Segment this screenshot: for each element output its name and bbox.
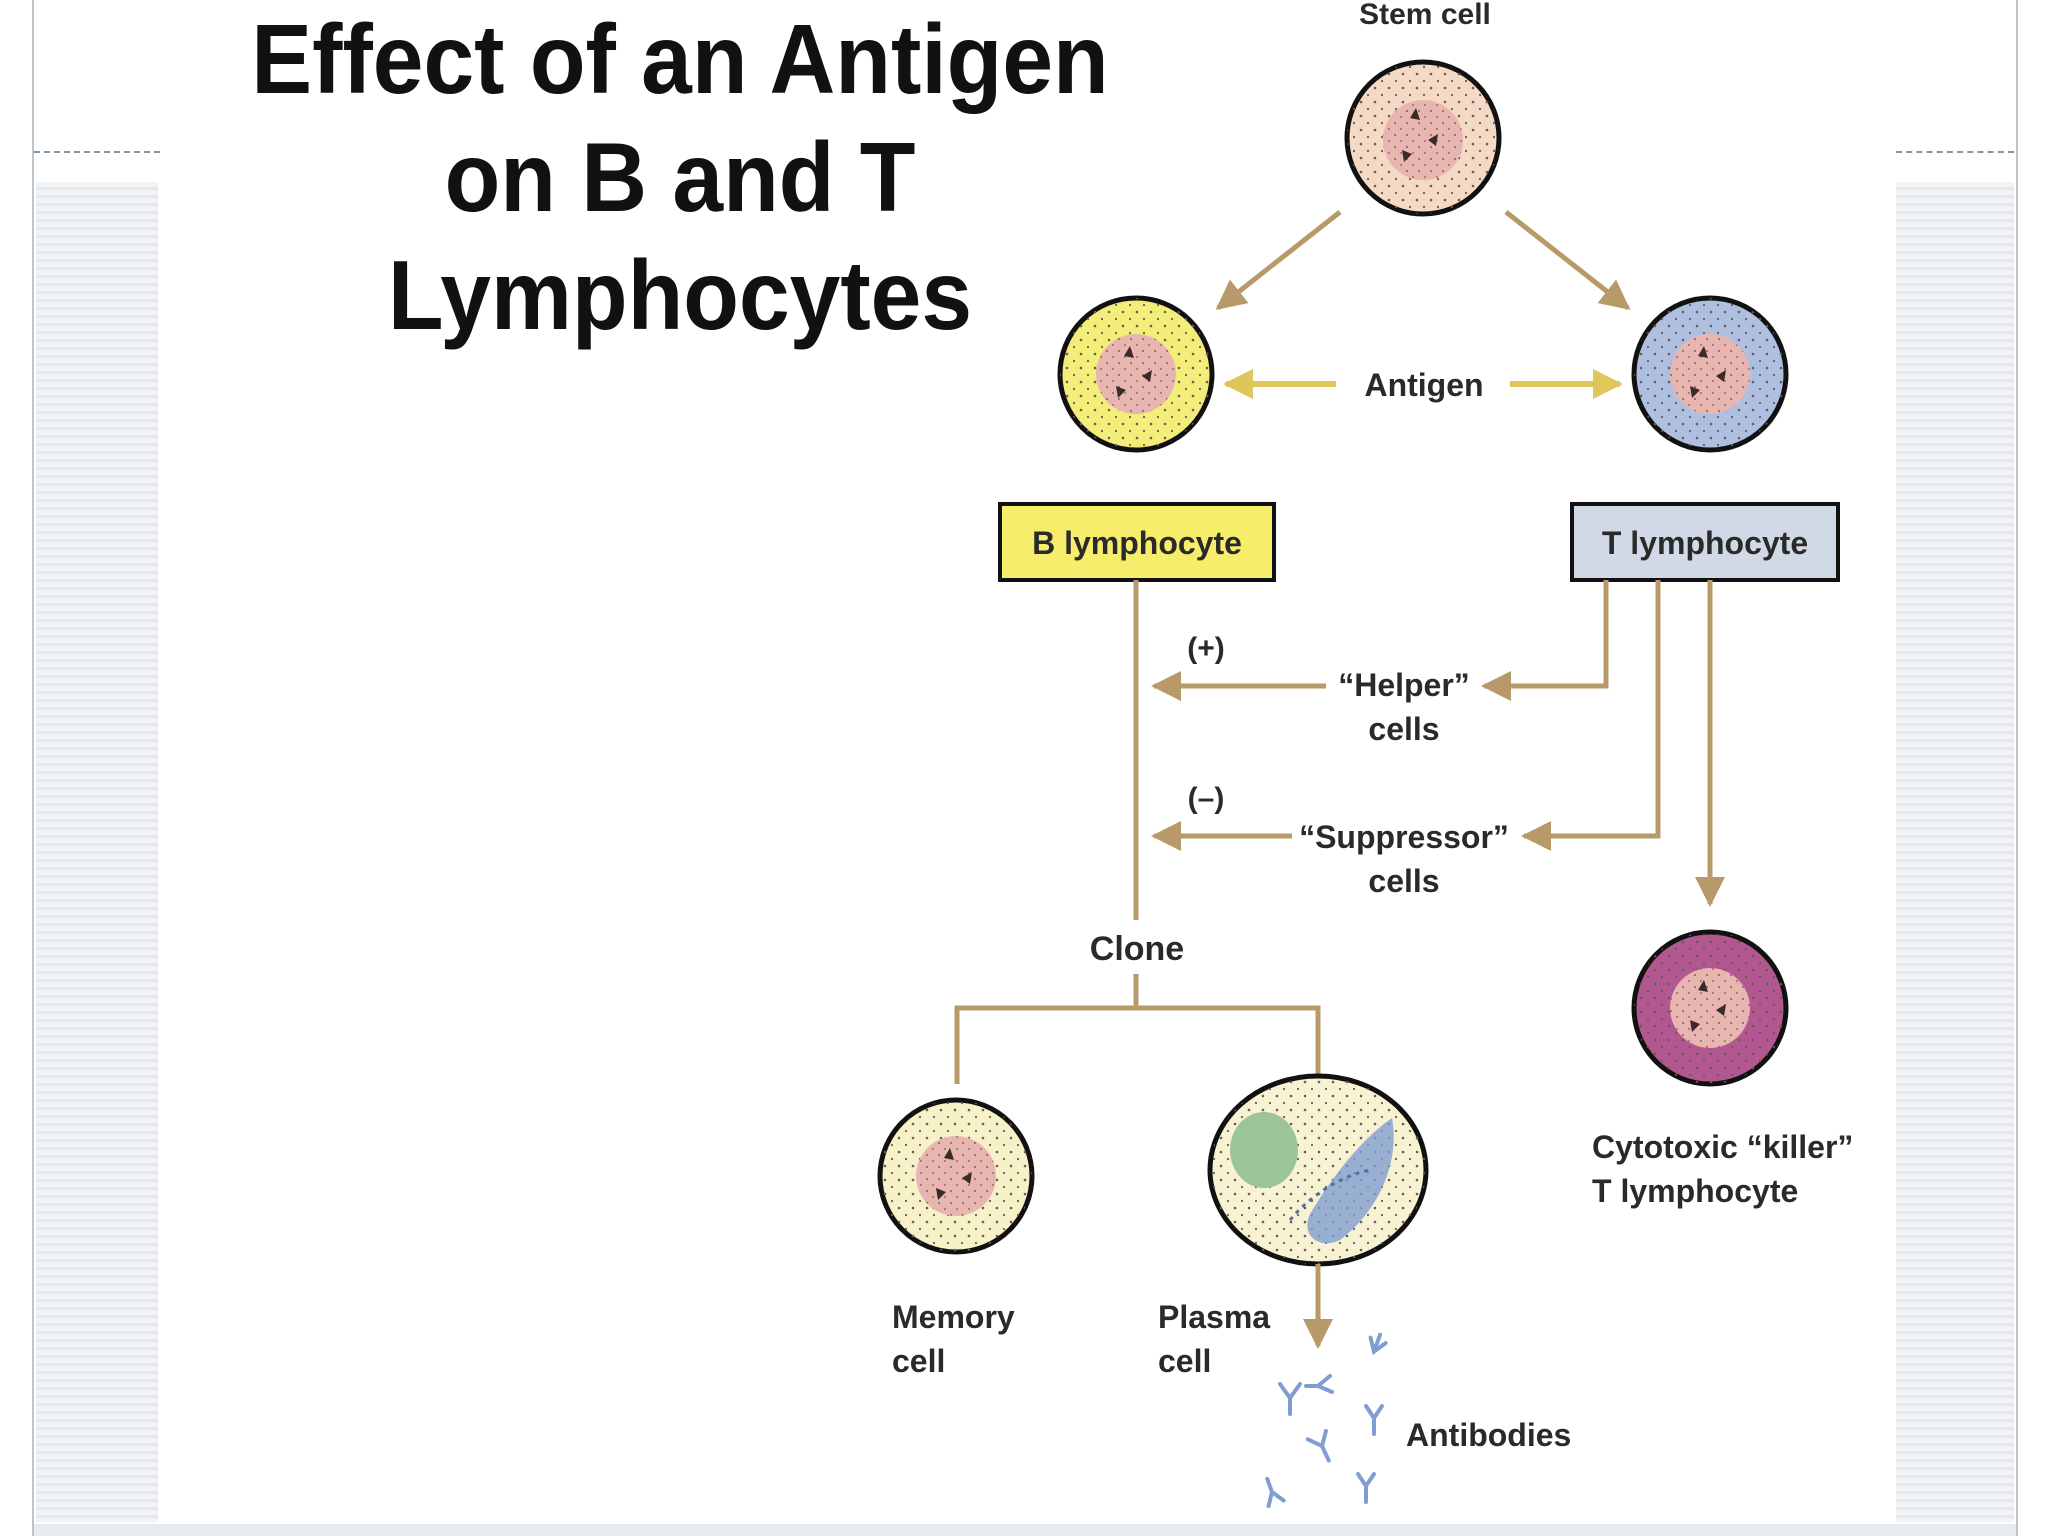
plasma-label-line2: cell — [1158, 1343, 1211, 1379]
antibodies-label: Antibodies — [1406, 1417, 1571, 1453]
b-lymphocyte-label: B lymphocyte — [1032, 525, 1242, 561]
stem-cell — [1344, 59, 1502, 217]
cytotoxic-label-line1: Cytotoxic “killer” — [1592, 1129, 1853, 1165]
stem-to-b-arrow — [1215, 210, 1342, 310]
b-lymphocyte-cell — [1057, 295, 1215, 453]
clone-label: Clone — [1090, 930, 1184, 968]
minus-label: (–) — [1188, 782, 1225, 815]
memory-label-line2: cell — [892, 1343, 945, 1379]
left-frame-line — [32, 0, 34, 1536]
antigen-label: Antigen — [1364, 367, 1483, 403]
b-lymphocyte-box — [998, 502, 1276, 582]
stem-cell-label: Stem cell — [1359, 0, 1491, 31]
suppressor-label-line2: cells — [1368, 863, 1439, 899]
right-dashed-rule — [1896, 151, 2014, 153]
plasma-cell — [1207, 1073, 1429, 1267]
t-lymphocyte-cell — [1631, 295, 1789, 453]
t-lymphocyte-label: T lymphocyte — [1602, 525, 1808, 561]
memory-cell — [877, 1097, 1035, 1255]
right-frame-line — [2016, 0, 2018, 1536]
cytotoxic-label-line2: T lymphocyte — [1592, 1173, 1798, 1209]
right-striped-panel — [1896, 182, 2014, 1522]
t-lymphocyte-box — [1570, 502, 1840, 582]
bottom-strip — [34, 1524, 2016, 1536]
helper-label-line2: cells — [1368, 711, 1439, 747]
suppressor-label-line1: “Suppressor” — [1299, 819, 1509, 855]
stem-to-t-arrow — [1504, 210, 1631, 310]
plus-label: (+) — [1187, 632, 1225, 665]
memory-label-line1: Memory — [892, 1299, 1015, 1335]
slide-title: Effect of an Antigen on B and T Lymphocy… — [251, 4, 1109, 350]
left-dashed-rule — [34, 151, 160, 153]
helper-source-arrow — [1481, 580, 1609, 701]
plasma-label-line1: Plasma — [1158, 1299, 1270, 1335]
cytotoxic-killer-cell — [1631, 929, 1789, 1087]
clone-branch-line — [954, 1005, 1321, 1084]
suppressor-source-arrow — [1521, 580, 1661, 851]
left-striped-panel — [36, 182, 158, 1522]
helper-label-line1: “Helper” — [1338, 667, 1470, 703]
antibodies-icon — [1265, 1332, 1388, 1509]
